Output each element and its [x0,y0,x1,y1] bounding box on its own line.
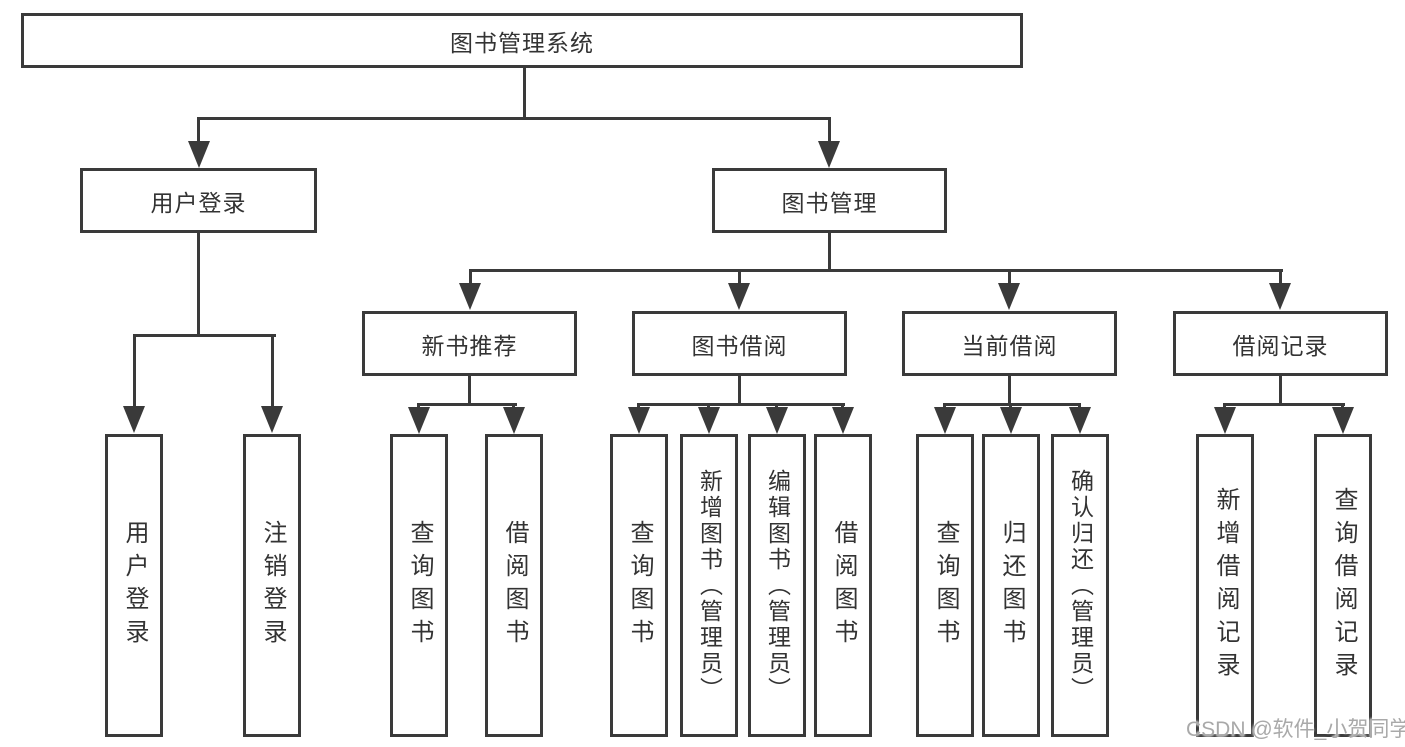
connector-line [418,403,517,406]
connector-arrowhead [408,407,430,434]
connector-line [638,403,845,406]
connector-line [469,269,472,285]
connector-arrowhead [698,407,720,434]
connector-line [468,376,471,406]
leaf-query-books-recommend: 查询图书 [390,434,448,737]
node-user-login: 用户登录 [80,168,317,233]
connector-line [197,117,200,143]
leaf-query-books-borrow: 查询图书 [610,434,668,737]
connector-arrowhead [998,283,1020,310]
connector-line [197,233,200,337]
connector-line [1224,403,1345,406]
connector-line [469,269,1283,272]
connector-line [944,403,1081,406]
connector-arrowhead [1269,283,1291,310]
leaf-query-borrow-record: 查询借阅记录 [1314,434,1372,737]
leaf-query-books-current: 查询图书 [916,434,974,737]
node-book-management: 图书管理 [712,168,947,233]
node-book-borrowing: 图书借阅 [632,311,847,376]
leaf-borrow-books: 借阅图书 [814,434,872,737]
connector-arrowhead [934,407,956,434]
leaf-return-books: 归还图书 [982,434,1040,737]
connector-arrowhead [628,407,650,434]
connector-line [738,376,741,406]
node-current-borrowing: 当前借阅 [902,311,1117,376]
connector-line [1008,269,1011,285]
connector-line [133,334,136,408]
connector-line [828,117,831,143]
connector-line [738,269,741,285]
leaf-add-borrow-record: 新增借阅记录 [1196,434,1254,737]
connector-line [1279,269,1282,285]
csdn-watermark: CSDN @软件_小贺同学 [1186,718,1405,741]
leaf-borrow-books-recommend: 借阅图书 [485,434,543,737]
connector-line [1279,376,1282,406]
connector-arrowhead [728,283,750,310]
connector-arrowhead [1069,407,1091,434]
connector-arrowhead [261,406,283,433]
connector-arrowhead [1214,407,1236,434]
leaf-user-login: 用户登录 [105,434,163,737]
connector-arrowhead [766,407,788,434]
connector-arrowhead [1000,407,1022,434]
connector-arrowhead [818,141,840,168]
leaf-logout: 注销登录 [243,434,301,737]
connector-arrowhead [123,406,145,433]
connector-line [828,233,831,272]
leaf-edit-books-admin: 编辑图书（管理员） [748,434,806,737]
connector-line [271,334,274,408]
connector-arrowhead [832,407,854,434]
leaf-confirm-return-admin: 确认归还（管理员） [1051,434,1109,737]
connector-arrowhead [1332,407,1354,434]
leaf-add-books-admin: 新增图书（管理员） [680,434,738,737]
connector-line [523,68,526,120]
connector-line [197,117,831,120]
connector-arrowhead [459,283,481,310]
connector-arrowhead [503,407,525,434]
node-borrowing-records: 借阅记录 [1173,311,1388,376]
connector-line [133,334,276,337]
node-library-system: 图书管理系统 [21,13,1023,68]
node-new-book-recommend: 新书推荐 [362,311,577,376]
connector-line [1008,376,1011,406]
connector-arrowhead [188,141,210,168]
